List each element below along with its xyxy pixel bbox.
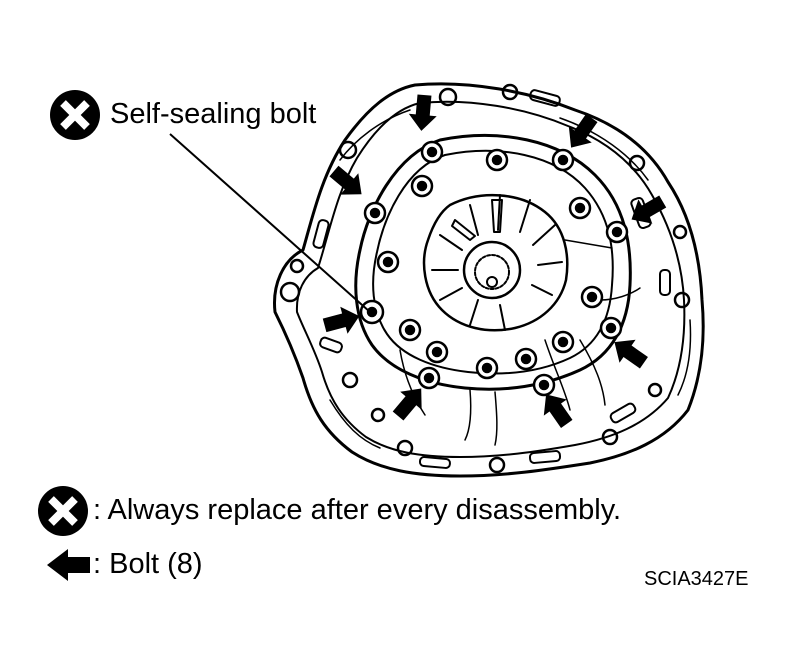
flange-holes bbox=[279, 83, 691, 474]
self-sealing-bolt-label: Self-sealing bolt bbox=[110, 98, 317, 130]
bolt-arrows bbox=[322, 94, 667, 428]
stator-support bbox=[422, 193, 569, 332]
bolt-arrow bbox=[631, 195, 667, 224]
bolt-arrow bbox=[568, 114, 598, 148]
input-shaft-splines bbox=[474, 254, 510, 290]
input-shaft-center bbox=[486, 276, 498, 288]
housing-flange-line bbox=[329, 109, 692, 449]
figure-code: SCIA3427E bbox=[644, 568, 749, 590]
circle-x-icon bbox=[38, 486, 88, 536]
case-ribs bbox=[399, 239, 641, 446]
bolt-arrow bbox=[392, 388, 422, 421]
bolt-arrow bbox=[614, 339, 648, 369]
stator-vanes bbox=[431, 194, 563, 331]
pump-bolts bbox=[359, 140, 629, 397]
housing-outline bbox=[273, 82, 705, 478]
housing-inner-rim bbox=[295, 100, 686, 458]
legend-replace-text: : Always replace after every disassembly… bbox=[93, 494, 622, 526]
callout-leader-line bbox=[169, 133, 371, 313]
bolt-arrow bbox=[408, 94, 437, 131]
circle-x-icon bbox=[50, 90, 100, 140]
flange-slots bbox=[312, 89, 671, 469]
input-shaft-outer bbox=[462, 240, 522, 300]
left-arrow-icon bbox=[47, 549, 90, 581]
pump-inner-ring bbox=[372, 149, 614, 375]
legend-bolt-text: : Bolt (8) bbox=[93, 548, 203, 580]
bolt-arrow bbox=[543, 394, 573, 428]
bolt-arrow bbox=[329, 165, 362, 195]
bolt-arrow bbox=[322, 306, 360, 334]
